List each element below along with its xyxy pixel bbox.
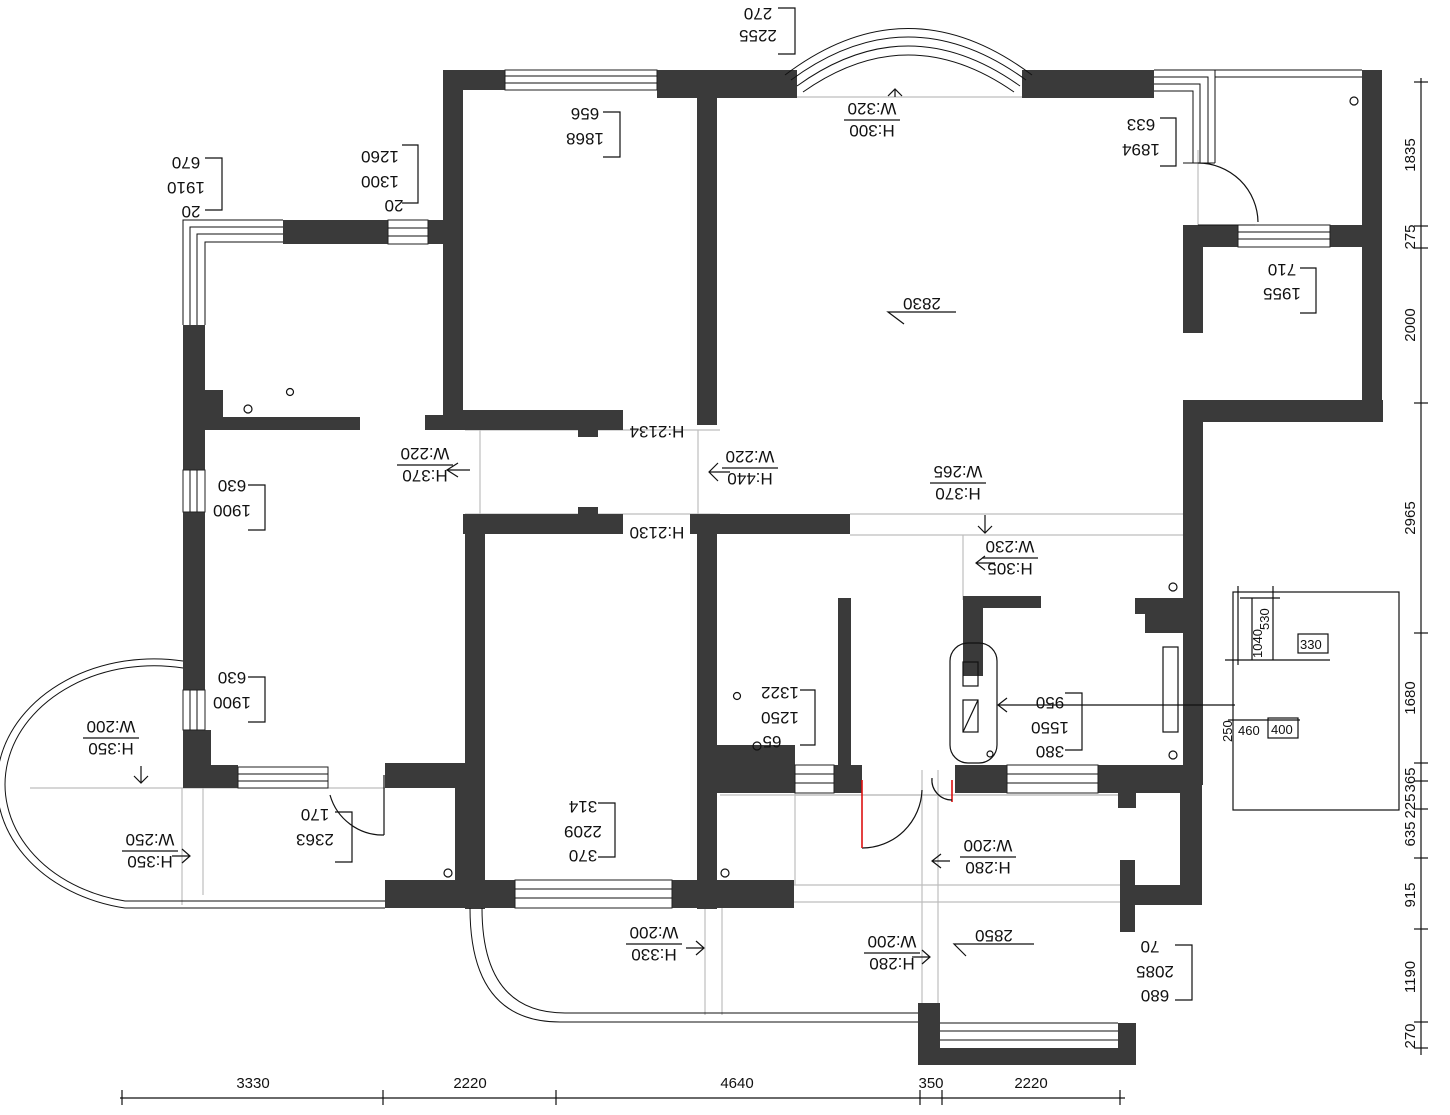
stack-value: 656 [571, 104, 599, 123]
dim-label: 915 [1402, 882, 1419, 907]
inset-value: 530 [1257, 608, 1272, 630]
stack-value: 950 [1036, 693, 1064, 712]
dim-label: 1835 [1402, 138, 1419, 171]
opening-h: H:300 [849, 121, 894, 140]
opening-h: H:440 [727, 469, 772, 488]
height-label: H:2134 [630, 422, 685, 441]
walls [183, 70, 1383, 1065]
stack-value: 710 [1268, 260, 1296, 279]
stack-value: 1250 [761, 708, 799, 727]
stack-value: 1910 [167, 178, 205, 197]
stack-value: 2085 [1136, 962, 1174, 981]
right-dimensions: 1835 275 2000 2965 1680 225 365 635 915 … [1402, 138, 1419, 1048]
stack-value: 1300 [361, 172, 399, 191]
room-area-labels: 2830 2850 [886, 294, 1034, 957]
doors-fixtures [243, 96, 1359, 878]
opening-h: H:280 [869, 954, 914, 973]
stack-value: 1900 [213, 693, 251, 712]
height-labels: H:2134 H:2130 [630, 422, 685, 542]
inset-value: 1040 [1250, 629, 1265, 658]
stack-value: 65 [763, 732, 782, 751]
opening-w: W:250 [126, 830, 175, 849]
window-size-labels: 2255 270 1868 656 1300 1260 20 1910 670 … [167, 4, 1301, 1005]
stack-value: 1260 [361, 147, 399, 166]
opening-w: W:265 [934, 462, 983, 481]
dim-label: 2220 [1014, 1075, 1047, 1092]
dimension-lines [120, 78, 1428, 1105]
opening-labels: H:300 W:320 H:370 W:220 H:440 W:220 H:37… [83, 99, 1038, 973]
stack-value: 1322 [761, 683, 799, 702]
inset-value: 460 [1238, 723, 1260, 738]
dim-label: 3330 [236, 1075, 269, 1092]
stack-value: 20 [182, 202, 201, 221]
dim-label: 4640 [720, 1075, 753, 1092]
dim-label: 350 [918, 1075, 943, 1092]
opening-w: W:200 [964, 836, 1013, 855]
stack-value: 633 [1127, 115, 1155, 134]
height-label: H:2130 [630, 523, 685, 542]
opening-h: H:330 [631, 945, 676, 964]
inset-value: 400 [1271, 722, 1293, 737]
stack-value: 1550 [1031, 718, 1069, 737]
stack-value: 20 [385, 196, 404, 215]
stack-value: 2209 [564, 822, 602, 841]
dim-label: 1680 [1402, 681, 1419, 714]
opening-w: W:200 [868, 932, 917, 951]
inset-value: 250 [1220, 720, 1235, 742]
dim-label: 275 [1402, 224, 1419, 249]
room-area-main: 2830 [903, 294, 941, 313]
dim-label: 270 [1402, 1023, 1419, 1048]
opening-h: H:280 [965, 858, 1010, 877]
stack-value: 2255 [739, 26, 777, 45]
detail-inset [1225, 586, 1400, 811]
opening-w: W:200 [630, 923, 679, 942]
stack-value: 630 [218, 476, 246, 495]
bottom-dimensions: 3330 2220 4640 350 2220 [236, 1075, 1047, 1092]
inset-labels: 330 400 250 460 530 1040 [1220, 608, 1322, 742]
stack-value: 270 [744, 4, 772, 23]
dim-label: 1190 [1402, 961, 1419, 993]
room-area-lower: 2850 [975, 926, 1013, 945]
windows [182, 69, 1362, 1041]
stack-value: 630 [218, 668, 246, 687]
opening-h: H:350 [88, 739, 133, 758]
opening-w: W:220 [401, 444, 450, 463]
opening-h: H:305 [987, 559, 1032, 578]
dim-label: 365 [1402, 767, 1419, 792]
bay-windows [0, 28, 1033, 1023]
stack-value: 1868 [566, 129, 604, 148]
opening-h: H:370 [935, 484, 980, 503]
stack-value: 670 [172, 153, 200, 172]
stack-value: 1894 [1122, 140, 1160, 159]
stack-value: 1900 [213, 501, 251, 520]
dim-label: 2000 [1402, 308, 1419, 341]
dim-label: 635 [1402, 821, 1419, 846]
grid-lines [30, 96, 1199, 1015]
stack-value: 170 [301, 805, 329, 824]
opening-w: W:230 [986, 537, 1035, 556]
stack-value: 380 [1036, 742, 1064, 761]
opening-w: W:200 [87, 717, 136, 736]
dim-label: 2220 [453, 1075, 486, 1092]
stack-value: 1955 [1263, 284, 1301, 303]
stack-value: 70 [1141, 937, 1160, 956]
stack-value: 680 [1141, 986, 1169, 1005]
stack-value: 370 [569, 846, 597, 865]
inset-value: 330 [1300, 637, 1322, 652]
leader-brackets [205, 7, 1317, 1001]
opening-w: W:320 [848, 99, 897, 118]
dim-label: 225 [1402, 793, 1419, 818]
stack-value: 314 [569, 797, 597, 816]
opening-h: H:370 [402, 466, 447, 485]
opening-markers [133, 88, 1235, 965]
opening-h: H:350 [127, 852, 172, 871]
opening-w: W:220 [726, 447, 775, 466]
stack-value: 2363 [296, 830, 334, 849]
dim-label: 2965 [1402, 501, 1419, 534]
